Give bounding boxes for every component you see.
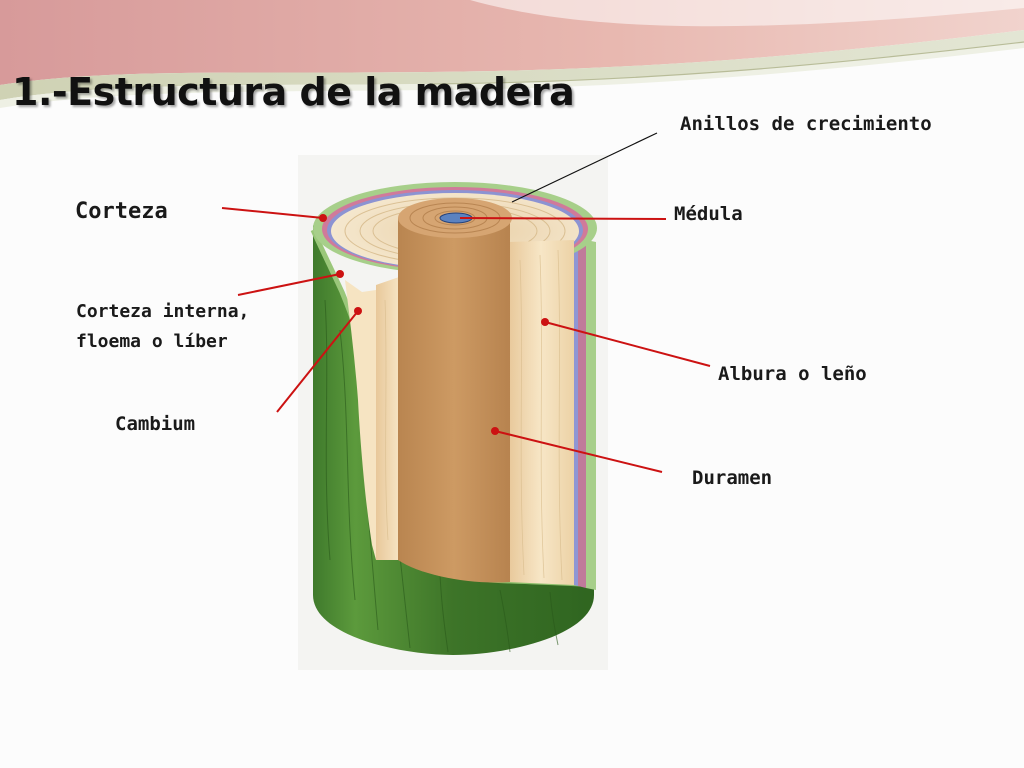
label-corteza-interna: Corteza interna, floema o líber [76, 297, 249, 357]
label-corteza-interna-line1: Corteza interna, [76, 301, 250, 322]
header-banner [0, 0, 1024, 108]
label-anillos: Anillos de crecimiento [680, 113, 932, 135]
leader-albura [544, 321, 711, 367]
label-duramen: Duramen [692, 467, 773, 489]
leader-anillos [511, 132, 658, 203]
label-corteza: Corteza [75, 199, 168, 224]
heartwood-block [398, 218, 510, 583]
page-title: 1.-Estructura de la madera [12, 70, 575, 114]
sapwood-face-left [345, 280, 376, 560]
leader-duramen [494, 430, 663, 473]
leader-corteza [221, 207, 324, 219]
label-medula: Médula [674, 203, 743, 225]
label-albura: Albura o leño [718, 363, 867, 385]
leader-medula [459, 217, 667, 220]
leader-cambium [276, 310, 359, 413]
label-cambium: Cambium [115, 413, 196, 435]
label-corteza-interna-line2: floema o líber [76, 331, 228, 352]
leader-corteza-interna [237, 273, 341, 296]
